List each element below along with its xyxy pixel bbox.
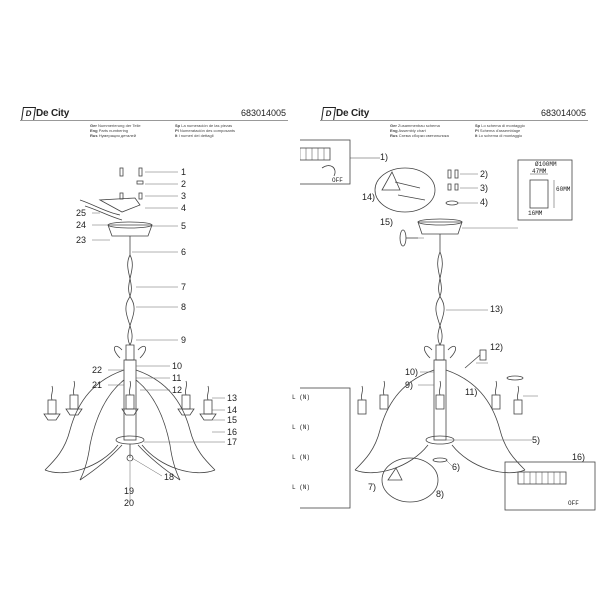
step-label: 4) <box>480 197 489 207</box>
part-label: 16 <box>227 427 238 437</box>
step-label: 14) <box>362 192 376 202</box>
part-label: 9 <box>181 335 187 345</box>
step-label: 9) <box>405 380 414 390</box>
part-label: 5 <box>181 221 187 231</box>
part-label: 15 <box>227 415 238 425</box>
wiring-label: L (N) <box>292 484 311 491</box>
part-label: 3 <box>181 191 187 201</box>
header-divider <box>20 120 288 121</box>
part-label: 10 <box>172 361 183 371</box>
step-label: 7) <box>368 482 377 492</box>
step-label: 12) <box>490 342 504 352</box>
part-label: 12 <box>172 385 183 395</box>
model-code: 683014005 <box>240 108 286 118</box>
step-label: 10) <box>405 367 419 377</box>
off-label: OFF <box>332 177 343 184</box>
part-label: 2 <box>181 179 187 189</box>
part-label: 1 <box>181 167 187 177</box>
step-label: 16) <box>572 452 586 462</box>
dimension-diameter: Ø100MM <box>535 161 557 168</box>
part-label: 17 <box>227 437 238 447</box>
step-label: 5) <box>532 435 541 445</box>
part-label: 8 <box>181 302 187 312</box>
step-label: 2) <box>480 169 489 179</box>
step-label: 1) <box>380 152 389 162</box>
dimension-value: 16MM <box>528 210 543 217</box>
step-label: 3) <box>480 183 489 193</box>
step-label: 13) <box>490 304 504 314</box>
wiring-label: L (N) <box>292 424 311 431</box>
assembly-drawing <box>300 139 596 511</box>
part-label: 21 <box>92 380 103 390</box>
part-label: 14 <box>227 405 238 415</box>
part-label: 11 <box>172 373 182 383</box>
wiring-label: L (N) <box>292 394 311 401</box>
step-label: 8) <box>436 489 445 499</box>
part-label: 18 <box>164 472 175 482</box>
dimension-value: 60MM <box>556 186 571 193</box>
part-label: 7 <box>181 282 187 292</box>
step-label: 15) <box>380 217 394 227</box>
part-label: 25 <box>76 208 87 218</box>
part-label: 20 <box>124 498 135 508</box>
wiring-label: L (N) <box>292 454 311 461</box>
header-divider <box>320 120 588 121</box>
part-label: 24 <box>76 220 87 230</box>
part-label: 13 <box>227 393 238 403</box>
part-label: 22 <box>92 365 103 375</box>
chandelier-exploded-drawing <box>43 167 225 502</box>
off-label: OFF <box>568 500 579 507</box>
step-label: 6) <box>452 462 461 472</box>
part-label: 6 <box>181 247 187 257</box>
part-label: 4 <box>181 203 187 213</box>
model-code: 683014005 <box>540 108 586 118</box>
step-label: 11) <box>465 387 478 397</box>
dimension-value: 47MM <box>532 168 547 175</box>
part-label: 19 <box>124 486 135 496</box>
part-label: 23 <box>76 235 87 245</box>
